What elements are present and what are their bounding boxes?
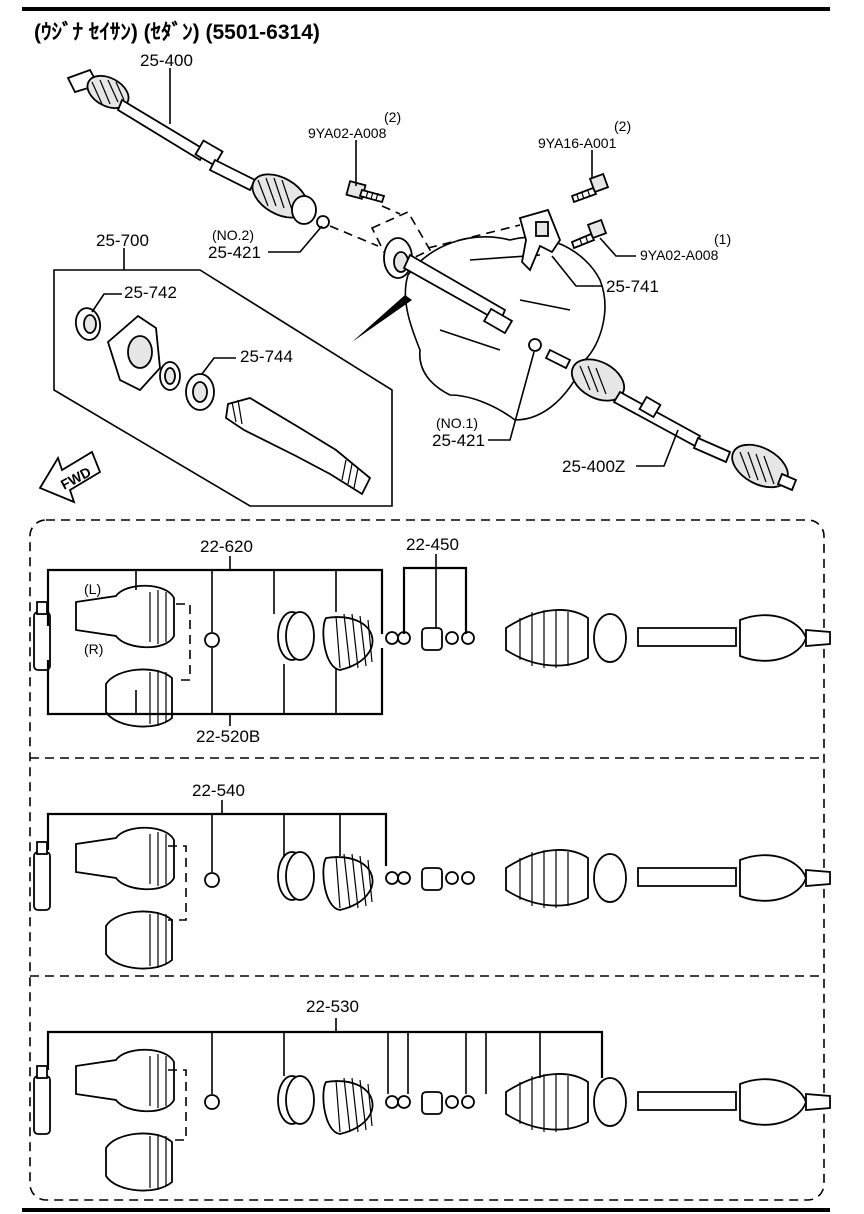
kit-row-22-530: 22-530 — [33, 997, 831, 1192]
leader-25-400z — [636, 429, 679, 467]
label-25-421-no2: 25-421 — [208, 243, 261, 262]
label-25-400z: 25-400Z — [562, 457, 625, 476]
label-25-741: 25-741 — [606, 277, 659, 296]
label-22-520b: 22-520B — [196, 727, 260, 746]
label-25-400: 25-400 — [140, 51, 193, 70]
label-bolt3-qty: (1) — [714, 231, 731, 247]
bolt-9ya02-lower — [570, 218, 608, 250]
dash-bracket — [427, 224, 521, 249]
snap-ring-2 — [204, 872, 220, 888]
dash-bolt1 — [381, 205, 401, 215]
lr-bracket-1 — [176, 603, 191, 681]
bracket-bottom-22-520b — [46, 648, 384, 716]
kits-dashed-panel — [29, 519, 825, 1201]
label-25-744: 25-744 — [240, 347, 293, 366]
diagram-title: (ｳｼﾞﾅ ｾｲｻﾝ) (ｾﾀﾞﾝ) (5501-6314) — [34, 20, 320, 44]
kit-25-700-parts — [74, 307, 372, 496]
dash-ring2 — [329, 225, 379, 247]
bolt-9ya02-upper — [345, 180, 386, 204]
label-22-450: 22-450 — [406, 535, 459, 554]
label-25-742: 25-742 — [124, 283, 177, 302]
bolt-9ya16 — [570, 172, 610, 204]
label-bolt3: 9YA02-A008 — [640, 247, 719, 263]
label-25-421-no2-tag: (NO.2) — [212, 227, 254, 243]
label-bolt2: 9YA16-A001 — [538, 135, 617, 151]
label-25-421-no1-tag: (NO.1) — [436, 415, 478, 431]
label-bolt2-qty: (2) — [614, 118, 631, 134]
bracket-22-450 — [402, 566, 468, 634]
label-22-530: 22-530 — [306, 997, 359, 1016]
bracket-22-530 — [46, 1030, 604, 1078]
lr-bracket-3 — [168, 1069, 187, 1141]
upper-assembly: FWD 25-400 (2) 9YA02-A008 (2) 9YA16-A001… — [38, 51, 798, 507]
bracket-22-540 — [46, 812, 388, 866]
label-22-540: 22-540 — [192, 781, 245, 800]
drive-shaft-right — [544, 348, 798, 492]
leader-25-744 — [201, 357, 236, 375]
leader-25-741 — [551, 255, 602, 287]
pointer-wedge — [352, 295, 412, 342]
kit-row-22-540: 22-540 — [33, 781, 831, 970]
kit-25-700-box — [53, 269, 393, 507]
snap-ring-3 — [204, 1094, 220, 1110]
bracket-top-22-620 — [46, 568, 384, 634]
leader-25-742 — [91, 293, 122, 313]
label-25-700: 25-700 — [96, 231, 149, 250]
drive-shaft-left — [66, 68, 317, 225]
leader-9ya02-lower — [599, 237, 636, 257]
label-bolt1-qty: (2) — [384, 109, 401, 125]
snap-ring-1 — [204, 632, 220, 648]
lr-bracket-2 — [168, 845, 187, 921]
fwd-arrow-icon: FWD — [38, 450, 102, 504]
label-22-620: 22-620 — [200, 537, 253, 556]
housing-detail-lines — [439, 254, 571, 351]
leader-25-421-no2 — [268, 225, 323, 253]
label-right-tag: (R) — [84, 641, 103, 657]
bracket-25-741 — [518, 208, 562, 272]
bracket-hole — [535, 221, 549, 237]
label-bolt1: 9YA02-A008 — [308, 125, 387, 141]
leader-25-421-no1 — [488, 351, 535, 441]
bearing-support — [316, 215, 542, 352]
label-25-421-no1: 25-421 — [432, 431, 485, 450]
label-left-tag: (L) — [84, 581, 101, 597]
kit-row-22-620: 22-620 22-450 22-520B (L) (R) — [33, 535, 831, 746]
